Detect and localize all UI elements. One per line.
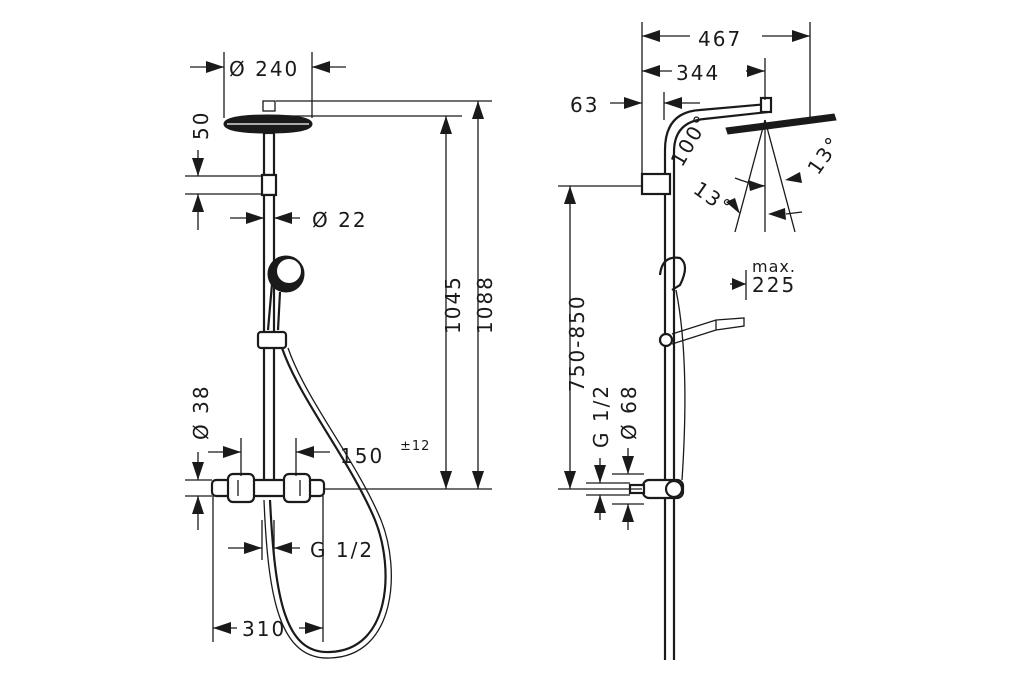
label-handshower-max: max. — [752, 257, 796, 276]
dim-arm-reach: 344 — [642, 58, 766, 100]
dim-overall-depth: 467 — [641, 22, 811, 190]
dim-head-height: 50 — [185, 111, 262, 230]
label-overall-depth: 467 — [698, 27, 742, 51]
dim-side-inlet-thread: G 1/2 — [586, 384, 630, 520]
side-riser-and-arm — [640, 96, 837, 660]
dim-wall-offset: 63 — [570, 92, 700, 120]
dim-handshower-reach: max. 225 — [730, 257, 796, 300]
thermostat-mixer — [210, 472, 326, 504]
dim-inlet-thread: G 1/2 — [228, 520, 374, 562]
label-side-inlet-thread: G 1/2 — [589, 384, 613, 448]
dim-head-diameter: Ø 240 — [190, 52, 346, 118]
hand-shower — [256, 255, 305, 350]
dim-outlet-spacing: 150 ±12 — [208, 438, 430, 476]
label-head-diameter: Ø 240 — [229, 57, 299, 81]
side-view: 467 344 63 — [558, 22, 846, 660]
label-wall-offset: 63 — [570, 93, 599, 117]
label-thermostat-width: 310 — [242, 617, 286, 641]
dim-escutcheon-diameter: Ø 68 — [612, 384, 644, 530]
label-arm-reach: 344 — [676, 61, 720, 85]
label-connector-diameter: Ø 38 — [189, 384, 213, 440]
label-pipe-diameter: Ø 22 — [312, 208, 368, 232]
label-outlet-tolerance: ±12 — [400, 439, 430, 454]
label-handshower-value: 225 — [752, 273, 796, 297]
shower-hose — [263, 347, 392, 659]
label-height-1045: 1045 — [441, 275, 465, 334]
label-head-height: 50 — [189, 111, 213, 140]
label-mount-height: 750-850 — [565, 294, 589, 392]
dim-mount-height: 750-850 — [558, 185, 642, 490]
dim-thermostat-width: 310 — [212, 496, 324, 642]
label-outlet-spacing: 150 — [340, 444, 384, 468]
dim-heights: 1045 1088 — [276, 100, 497, 490]
label-arm-angle: 100° — [666, 110, 715, 171]
front-view: Ø 240 50 Ø 22 — [185, 52, 497, 659]
label-inlet-thread: G 1/2 — [310, 538, 374, 562]
label-height-1088: 1088 — [473, 275, 497, 334]
label-escutcheon-diameter: Ø 68 — [617, 384, 641, 440]
dim-connector-diameter: Ø 38 — [185, 384, 213, 530]
side-hand-shower — [658, 256, 745, 481]
dim-pipe-diameter: Ø 22 — [230, 208, 368, 232]
overhead-shower-head — [223, 100, 313, 134]
label-tilt-right: 13° — [802, 131, 845, 179]
label-tilt-left: 13° — [689, 176, 737, 219]
